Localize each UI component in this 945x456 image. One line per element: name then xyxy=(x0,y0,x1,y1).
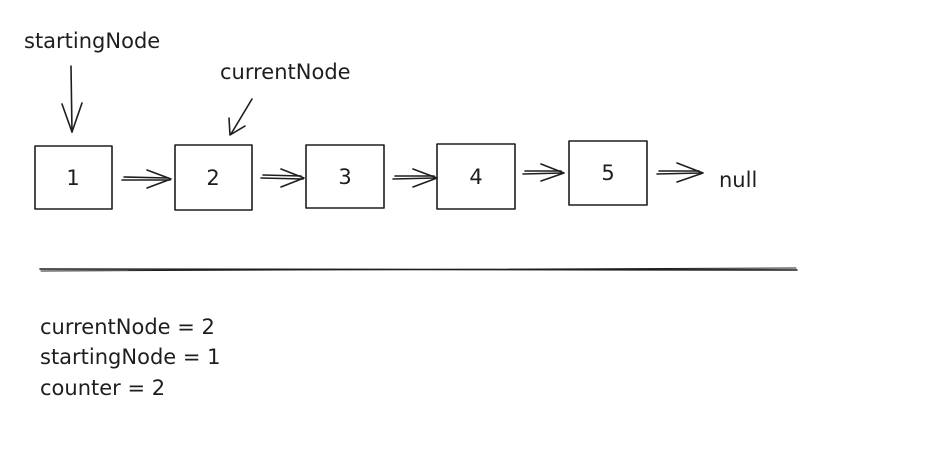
state-current-node: currentNode = 2 xyxy=(40,315,215,339)
node-3-value: 3 xyxy=(338,165,351,189)
node-4-value: 4 xyxy=(469,165,482,189)
current-node-pointer-arrow xyxy=(228,98,253,136)
arrow-2-to-3 xyxy=(260,168,305,188)
node-4: 4 xyxy=(436,143,516,210)
node-2: 2 xyxy=(174,144,253,211)
node-5: 5 xyxy=(568,140,648,206)
node-5-value: 5 xyxy=(601,161,614,185)
node-3: 3 xyxy=(305,144,385,209)
arrow-4-to-5 xyxy=(522,163,565,182)
arrow-5-to-null xyxy=(656,162,704,183)
state-starting-node: startingNode = 1 xyxy=(40,345,221,369)
null-label: null xyxy=(719,168,757,192)
node-1-value: 1 xyxy=(66,166,79,190)
node-1-box xyxy=(34,145,113,210)
arrow-3-to-4 xyxy=(392,168,438,188)
node-2-box xyxy=(174,144,253,211)
arrow-1-to-2 xyxy=(121,169,172,189)
node-5-box xyxy=(568,140,648,206)
starting-node-pointer-arrow xyxy=(61,65,83,133)
starting-node-label: startingNode xyxy=(24,29,160,53)
node-3-box xyxy=(305,144,385,209)
node-4-box xyxy=(436,143,516,210)
state-counter: counter = 2 xyxy=(40,376,165,400)
state-block: currentNode = 2 startingNode = 1 counter… xyxy=(40,315,221,400)
node-1: 1 xyxy=(34,145,113,210)
node-2-value: 2 xyxy=(206,166,219,190)
current-node-label: currentNode xyxy=(220,60,351,84)
